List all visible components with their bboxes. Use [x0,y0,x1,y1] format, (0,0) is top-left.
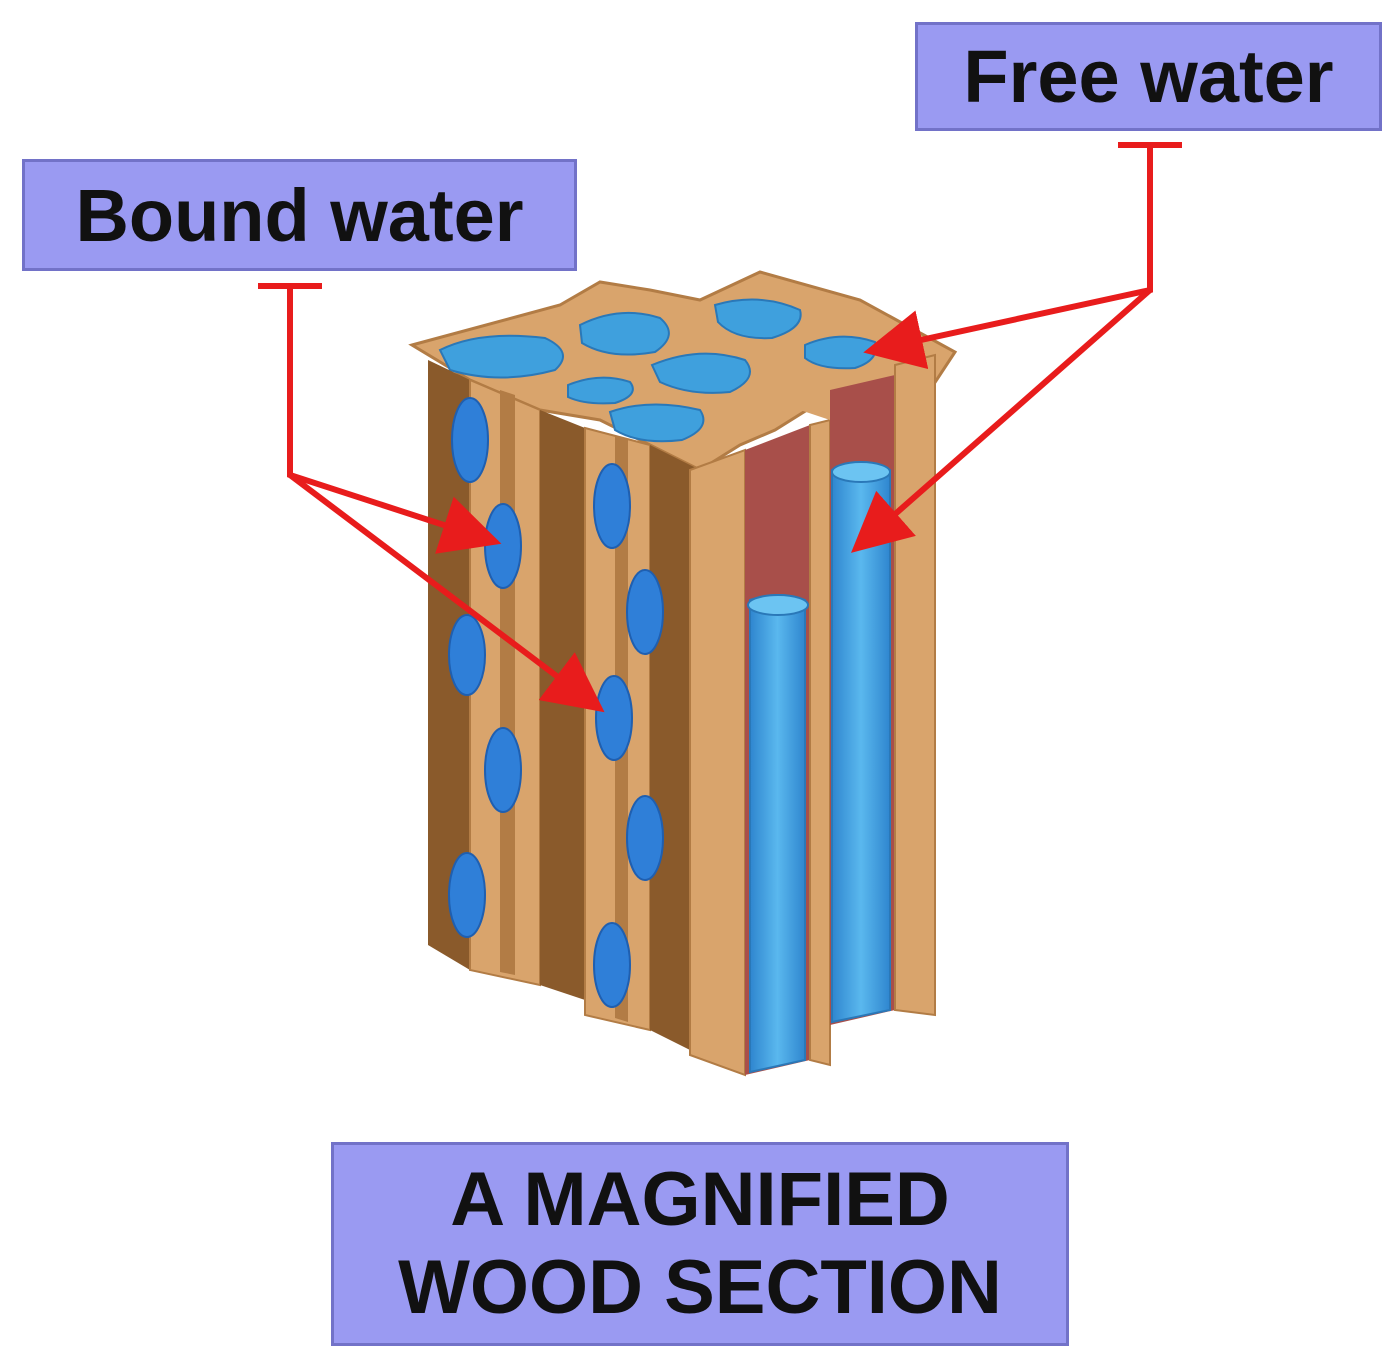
bound-water-pits [448,397,664,1008]
bound-water-text: Bound water [75,173,524,257]
wood-cell-open-right [745,353,936,1075]
free-water-text: Free water [963,35,1334,118]
free-water-callout [850,142,1182,553]
title-line-2: WOOD SECTION [398,1245,1002,1330]
bound-water-callout [258,283,605,713]
diagram-title: A MAGNIFIED WOOD SECTION [331,1142,1069,1346]
title-line-1: A MAGNIFIED [450,1157,950,1242]
free-water-label: Free water [915,22,1382,131]
wood-top-face [408,270,958,472]
bound-water-label: Bound water [22,159,577,271]
